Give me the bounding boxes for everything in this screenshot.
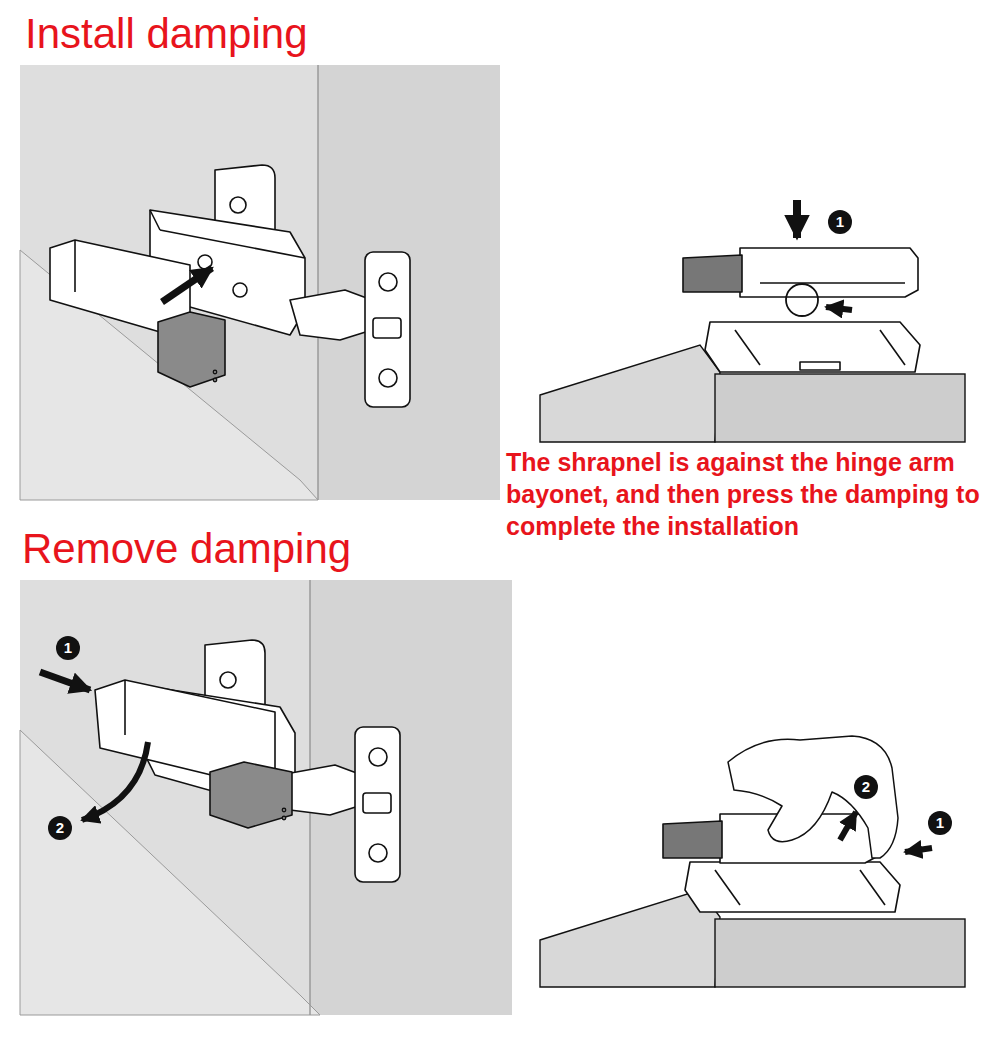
hinge xyxy=(379,273,397,291)
hinge xyxy=(369,844,387,862)
direction-arrow xyxy=(162,268,212,302)
hinge-side-view xyxy=(705,322,920,372)
callout-number: 2 xyxy=(48,816,72,840)
hinge xyxy=(230,197,246,213)
highlight-circle xyxy=(786,284,818,316)
hinge xyxy=(220,672,236,688)
cabinet-scene xyxy=(20,580,512,1015)
hinge xyxy=(355,727,400,882)
hinge xyxy=(363,793,391,813)
hinge xyxy=(365,252,410,407)
damper xyxy=(213,378,216,381)
hinge xyxy=(369,748,387,766)
damper xyxy=(124,680,126,735)
damper xyxy=(95,680,292,828)
damper-side-view xyxy=(663,814,878,863)
damper-side-view xyxy=(663,821,722,858)
hinge-side-view xyxy=(860,870,885,905)
hinge xyxy=(233,283,247,297)
callout-number: 1 xyxy=(56,636,80,660)
direction-arrow xyxy=(40,672,90,690)
hinge xyxy=(373,318,401,338)
hinge-side-view xyxy=(705,322,920,372)
hinge-side-view xyxy=(685,862,900,912)
cabinet-scene xyxy=(20,65,500,500)
section-heading: Remove damping xyxy=(22,525,351,573)
damper xyxy=(50,240,225,387)
callout-number: 1 xyxy=(928,811,952,835)
hinge-side-view xyxy=(880,330,905,365)
hinge-side-view xyxy=(735,330,760,365)
damper xyxy=(74,240,76,292)
damper-side-view xyxy=(683,255,742,292)
instruction-note: The shrapnel is against the hinge arm ba… xyxy=(506,446,994,542)
callout-number: 2 xyxy=(854,775,878,799)
hand xyxy=(728,736,898,858)
damper-side-view xyxy=(740,248,918,297)
cabinet-side-view xyxy=(540,890,720,987)
hinge-side-view xyxy=(800,362,840,370)
cabinet-side-view xyxy=(715,374,965,442)
direction-arrow xyxy=(905,848,932,852)
hinge xyxy=(160,230,305,258)
cabinet-side-view xyxy=(715,919,965,987)
hinge-side-view xyxy=(715,870,740,905)
hinge xyxy=(379,369,397,387)
direction-arrow xyxy=(840,812,856,840)
callout-number: 1 xyxy=(828,210,852,234)
hinge xyxy=(150,210,160,230)
cabinet-scene xyxy=(317,65,319,500)
direction-arrow xyxy=(793,200,801,238)
damper-side-view xyxy=(683,248,918,297)
cabinet-scene xyxy=(20,65,318,500)
damper xyxy=(213,370,216,373)
direction-arrow xyxy=(826,307,852,310)
cabinet-scene xyxy=(20,580,512,1015)
damper-side-view xyxy=(760,282,905,284)
damper xyxy=(158,312,225,387)
damper xyxy=(282,808,285,811)
hinge xyxy=(150,165,410,407)
cabinet-side-view xyxy=(540,345,720,442)
damper xyxy=(210,762,292,828)
hinge xyxy=(290,290,372,340)
damper xyxy=(282,816,285,819)
direction-arrow xyxy=(82,742,148,820)
section-heading: Install damping xyxy=(25,10,308,58)
cabinet-scene xyxy=(20,65,500,500)
hinge-side-view xyxy=(685,862,900,912)
